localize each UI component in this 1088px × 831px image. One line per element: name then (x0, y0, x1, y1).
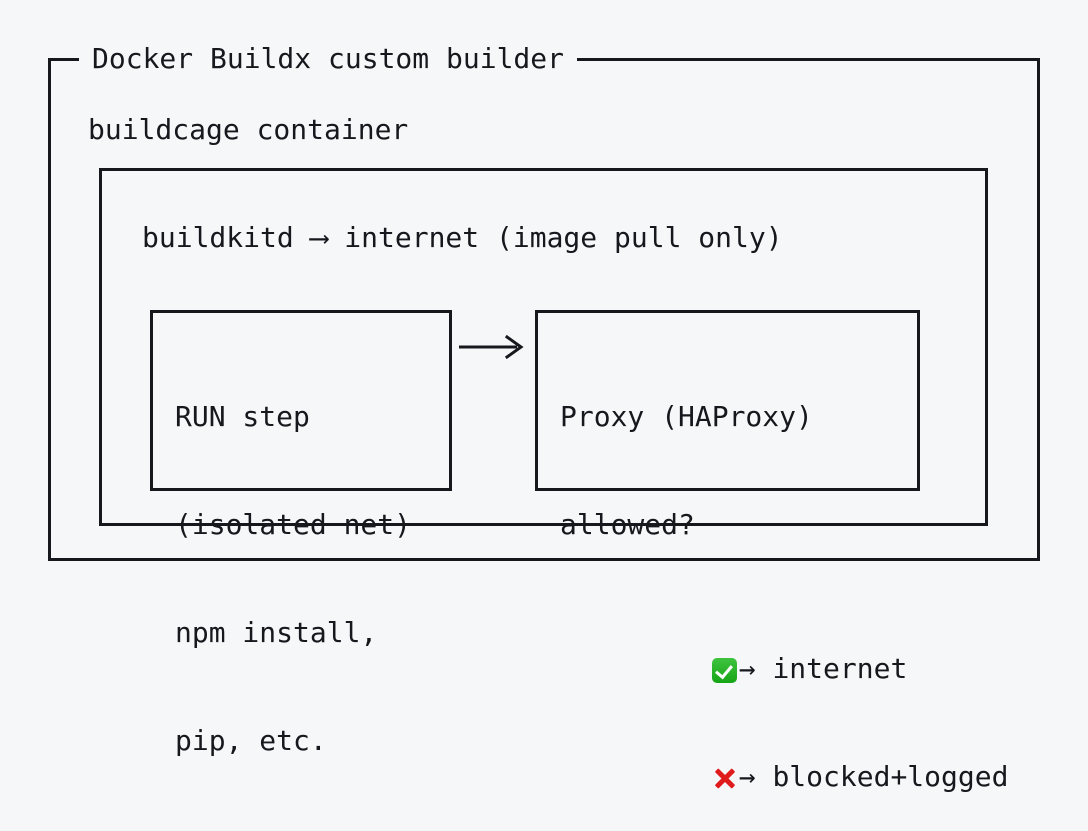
proxy-box: Proxy (HAProxy) allowed? → internet → bl… (535, 310, 1008, 793)
buildcage-container-box (99, 168, 988, 526)
run-step-line-4: pip, etc. (175, 724, 327, 757)
proxy-rule-deny-arrow: → (738, 760, 756, 793)
buildcage-container-label: buildcage container (88, 113, 409, 146)
outer-frame-buildx-builder (48, 58, 1040, 561)
diagram-canvas: Docker Buildx custom builder buildcage c… (0, 0, 1088, 620)
proxy-rule-allow-arrow: → (738, 652, 756, 685)
proxy-rule-allow-result: internet (772, 652, 908, 685)
run-step-box: RUN step (isolated net) npm install, pip… (150, 310, 452, 757)
buildkitd-internet-flow-label: buildkitd ⟶ internet (image pull only) (142, 221, 783, 254)
run-step-line-2: (isolated net) (175, 508, 412, 541)
spacer-2 (756, 652, 773, 685)
run-step-line-3: npm install, (175, 616, 378, 649)
run-step-to-proxy-arrow-icon (459, 334, 524, 360)
run-step-line-1: RUN step (175, 400, 310, 433)
frame-top-rule-right (577, 58, 1040, 61)
proxy-rule-deny: → blocked+logged (560, 723, 1009, 793)
frame-legend-title: Docker Buildx custom builder (88, 41, 569, 77)
spacer (695, 652, 712, 685)
proxy-line-question: allowed? (560, 508, 695, 541)
proxy-rule-allow: → internet (560, 615, 1008, 685)
spacer-3 (695, 760, 712, 793)
proxy-line-title: Proxy (HAProxy) (560, 400, 813, 433)
spacer-4 (756, 760, 773, 793)
cross-mark-icon (712, 766, 737, 791)
run-step-text: RUN step (isolated net) npm install, pip… (175, 327, 411, 831)
proxy-rule-deny-result: blocked+logged (772, 760, 1009, 793)
frame-top-rule-left (48, 58, 79, 61)
proxy-text: Proxy (HAProxy) allowed? → internet → bl… (560, 327, 1008, 831)
white-heavy-check-mark-icon (711, 658, 737, 683)
